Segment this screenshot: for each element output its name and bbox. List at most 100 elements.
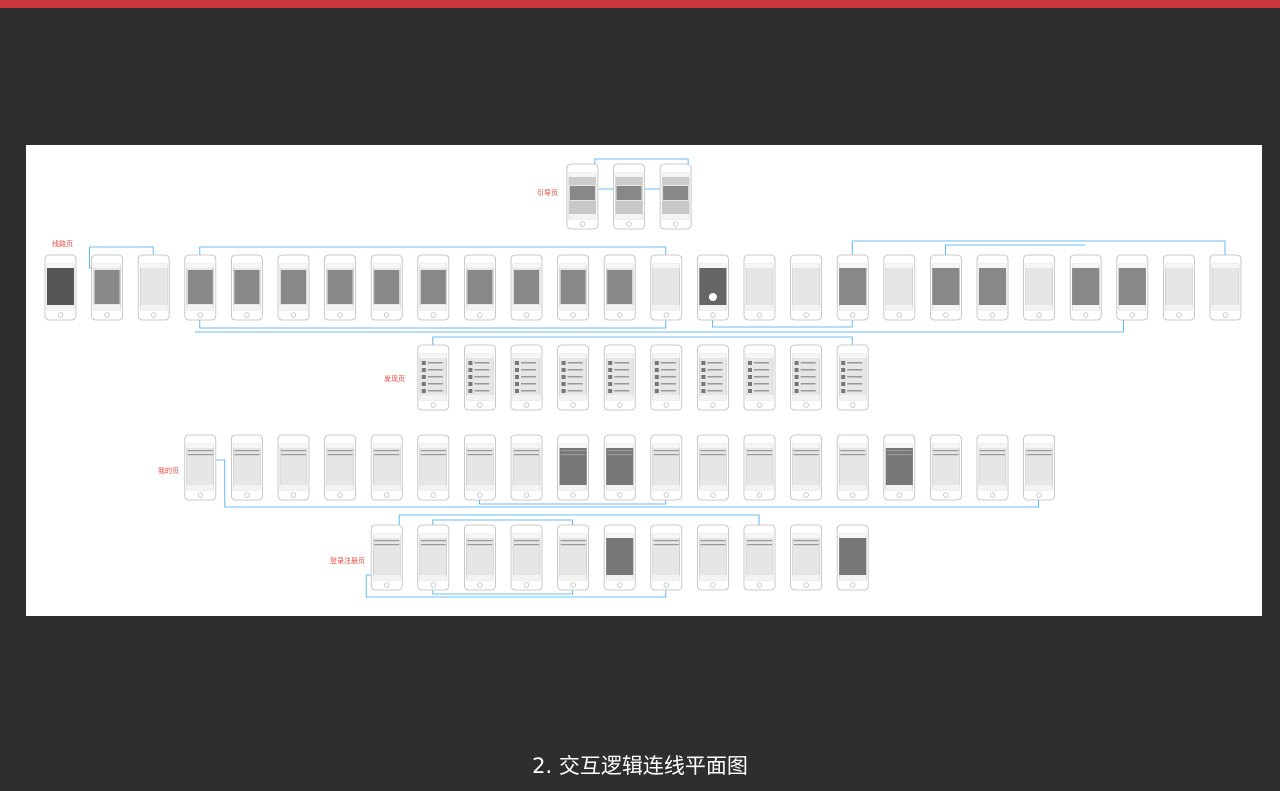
tab-bar xyxy=(513,575,540,580)
phone-screen xyxy=(652,533,680,581)
home-button xyxy=(430,312,436,318)
home-button xyxy=(104,312,110,318)
phone-wireframe xyxy=(650,434,683,501)
phone-wireframe xyxy=(370,254,403,321)
status-bar xyxy=(746,354,773,358)
connector-line xyxy=(851,240,1226,255)
tab-bar xyxy=(652,485,680,490)
tab-bar xyxy=(746,395,773,400)
tab-bar xyxy=(513,305,540,310)
tab-bar xyxy=(979,485,1006,490)
tab-bar xyxy=(47,305,74,310)
home-button xyxy=(430,492,436,498)
form-line xyxy=(607,450,633,452)
status-bar xyxy=(1212,264,1239,268)
home-button xyxy=(337,312,343,318)
status-bar xyxy=(559,264,587,268)
form-line xyxy=(793,454,819,456)
phone-wireframe xyxy=(1209,254,1242,321)
status-bar xyxy=(559,354,587,358)
tab-bar xyxy=(559,575,587,580)
form-line xyxy=(514,454,539,456)
phone-screen xyxy=(978,443,1007,491)
list-line xyxy=(847,390,863,392)
phone-wireframe xyxy=(790,254,822,321)
list-line xyxy=(800,376,816,378)
status-bar xyxy=(792,264,820,268)
list-line xyxy=(660,362,676,364)
connector-line xyxy=(199,320,667,329)
status-bar xyxy=(746,264,773,268)
phone-wireframe xyxy=(976,254,1009,321)
phone-wireframe xyxy=(790,344,822,411)
list-line xyxy=(614,390,630,392)
home-button xyxy=(803,582,809,588)
phone-screen xyxy=(839,443,867,491)
status-bar xyxy=(513,444,540,448)
status-bar xyxy=(606,264,634,268)
list-thumb xyxy=(701,368,706,372)
status-bar xyxy=(1025,264,1053,268)
tab-bar xyxy=(373,575,401,580)
list-thumb xyxy=(561,389,566,393)
list-thumb xyxy=(468,361,473,365)
list-line xyxy=(427,369,443,371)
list-thumb xyxy=(748,368,752,372)
tab-bar xyxy=(652,305,680,310)
form-line xyxy=(933,450,959,452)
home-button xyxy=(477,582,483,588)
list-line xyxy=(614,369,630,371)
list-thumb xyxy=(701,375,706,379)
phone-wireframe xyxy=(883,434,916,501)
image-block xyxy=(514,270,539,304)
phone-wireframe xyxy=(370,434,403,501)
phone-screen xyxy=(233,443,261,491)
form-line xyxy=(514,540,539,542)
connector-line xyxy=(398,514,760,530)
tab-bar xyxy=(839,485,867,490)
phone-wireframe xyxy=(883,254,916,321)
phone-wireframe xyxy=(1069,254,1102,321)
image-block xyxy=(467,270,493,304)
phone-screen xyxy=(373,533,401,581)
list-thumb xyxy=(515,361,519,365)
home-button xyxy=(477,312,483,318)
status-bar xyxy=(280,444,307,448)
phone-wireframe xyxy=(463,254,496,321)
tab-bar xyxy=(699,395,727,400)
status-bar xyxy=(233,444,261,448)
status-bar xyxy=(47,264,74,268)
phone-wireframe xyxy=(836,344,869,411)
label-mine: 我的页 xyxy=(158,467,179,475)
status-bar xyxy=(373,534,401,538)
status-bar xyxy=(1072,264,1100,268)
connector-line xyxy=(199,246,667,255)
list-line xyxy=(567,383,583,385)
tab-bar xyxy=(559,485,587,490)
phone-screen xyxy=(652,263,680,311)
list-line xyxy=(427,362,443,364)
phone-wireframe xyxy=(91,254,123,321)
home-button xyxy=(384,312,390,318)
list-thumb xyxy=(841,382,846,386)
tab-bar xyxy=(839,305,867,310)
phone-screen xyxy=(186,443,215,491)
list-thumb xyxy=(794,361,799,365)
tab-bar xyxy=(419,305,447,310)
tab-bar xyxy=(373,305,401,310)
home-button xyxy=(1129,312,1135,318)
status-bar xyxy=(466,444,494,448)
list-line xyxy=(847,376,863,378)
home-button xyxy=(896,312,902,318)
connector-line xyxy=(478,500,667,505)
status-bar xyxy=(885,444,913,448)
home-button xyxy=(1176,312,1182,318)
home-button xyxy=(989,312,996,318)
form-line xyxy=(653,450,679,452)
tab-bar xyxy=(93,305,121,310)
tab-bar xyxy=(1072,305,1100,310)
status-bar xyxy=(652,534,680,538)
form-line xyxy=(886,454,912,456)
list-line xyxy=(800,390,816,392)
home-button xyxy=(756,492,763,498)
